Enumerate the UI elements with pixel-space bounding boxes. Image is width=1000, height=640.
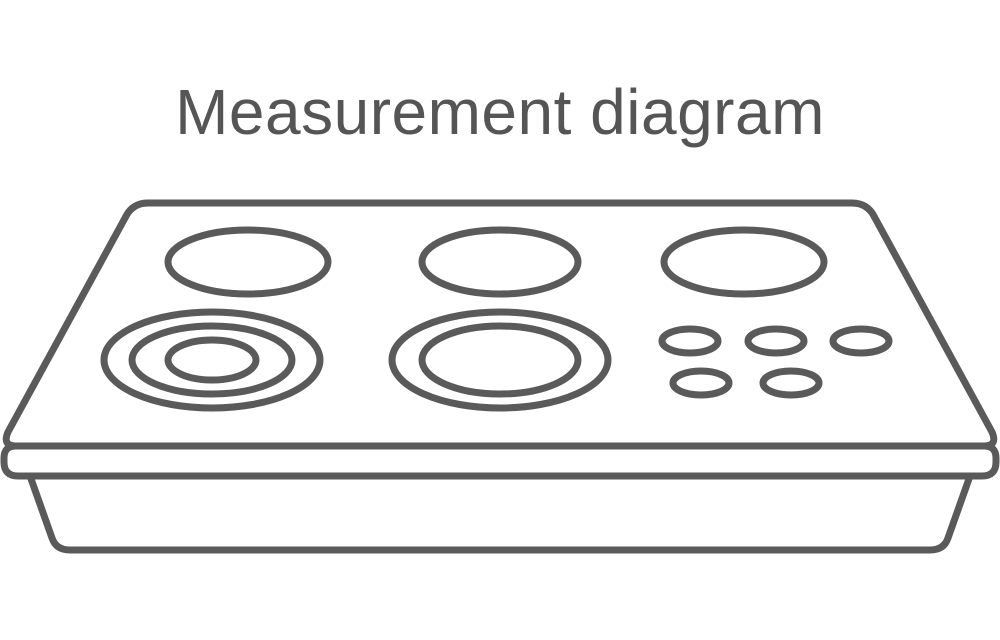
burner-back-left bbox=[164, 226, 332, 298]
burner-front-left-outer-ring bbox=[100, 308, 324, 412]
burner-front-left-inner-ring bbox=[164, 336, 260, 384]
burner-front-left bbox=[100, 308, 324, 412]
control-knob bbox=[744, 325, 808, 357]
burner-back-center bbox=[418, 226, 582, 298]
burner-front-left-middle-ring bbox=[128, 322, 296, 398]
control-knob bbox=[669, 367, 733, 399]
cooktop-base bbox=[26, 472, 974, 554]
burner-front-center-inner-ring bbox=[418, 322, 582, 398]
cooktop-front-lip bbox=[0, 442, 1000, 480]
control-knobs bbox=[658, 325, 893, 399]
burner-front-center-outer-ring bbox=[388, 308, 612, 412]
control-knob bbox=[759, 367, 823, 399]
diagram-title: Measurement diagram bbox=[175, 76, 825, 148]
cooktop-illustration bbox=[0, 199, 1000, 554]
control-knob bbox=[658, 325, 722, 357]
burner-back-right bbox=[660, 226, 828, 298]
burner-front-center bbox=[388, 308, 612, 412]
control-knob bbox=[829, 325, 893, 357]
